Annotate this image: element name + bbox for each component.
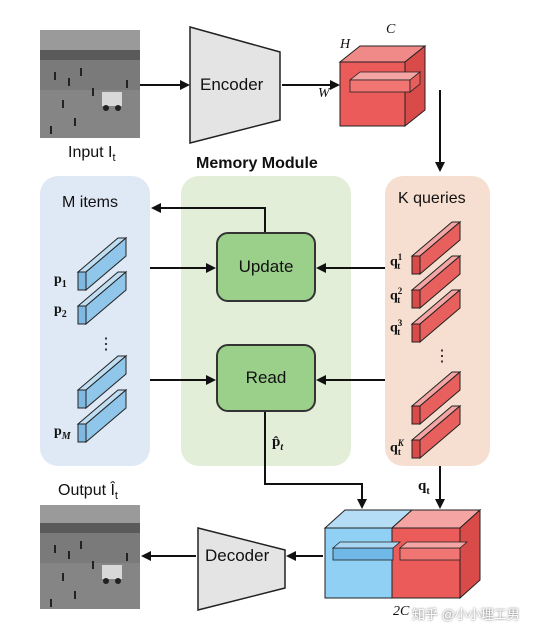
encoder-label: Encoder xyxy=(200,75,264,94)
decoder-label: Decoder xyxy=(205,546,270,565)
queries-output-label: qt xyxy=(418,478,430,497)
query-bar xyxy=(410,288,462,344)
memory-item-label-m: pM xyxy=(54,424,71,442)
output-frame-image xyxy=(40,505,140,609)
query-bar xyxy=(410,254,462,310)
dim-c-label: C xyxy=(386,22,396,37)
query-label-k: qKt xyxy=(390,438,404,458)
memory-item-bar xyxy=(76,236,128,292)
query-label-1: q1t xyxy=(390,252,403,272)
arrow-update-to-memory xyxy=(151,203,266,232)
query-ellipsis: ⋮ xyxy=(434,348,450,365)
query-bar xyxy=(410,404,462,460)
memory-item-bar xyxy=(76,270,128,326)
input-label: Input It xyxy=(68,144,116,165)
update-box: Update xyxy=(216,232,316,302)
dim-h-label: H xyxy=(340,37,351,52)
dim-w-label: W xyxy=(318,86,330,101)
feature-cube-top xyxy=(338,44,427,128)
query-bar xyxy=(410,370,462,426)
query-label-2: q2t xyxy=(390,286,403,306)
memory-item-bar xyxy=(76,354,128,410)
watermark: 知乎 @小小理工男 xyxy=(412,607,520,622)
read-box: Read xyxy=(216,344,316,412)
memory-item-label-2: p2 xyxy=(54,302,67,320)
decoder-block xyxy=(197,527,286,611)
concat-cube xyxy=(323,508,482,600)
query-label-3: q3t xyxy=(390,318,403,338)
memory-item-ellipsis: ⋮ xyxy=(98,336,114,353)
concat-dim-label: 2C xyxy=(393,604,410,619)
read-output-label: p̂t xyxy=(272,434,284,453)
output-label: Output Ît xyxy=(58,482,118,503)
query-bar xyxy=(410,220,462,276)
k-queries-label: K queries xyxy=(398,190,466,207)
encoder-block xyxy=(189,26,281,144)
memory-item-label-1: p1 xyxy=(54,272,67,290)
arrow-read-to-concat xyxy=(264,410,367,509)
m-items-label: M items xyxy=(62,194,118,211)
memory-module-title: Memory Module xyxy=(196,155,318,172)
memory-item-bar xyxy=(76,388,128,444)
input-frame-image xyxy=(40,30,140,138)
